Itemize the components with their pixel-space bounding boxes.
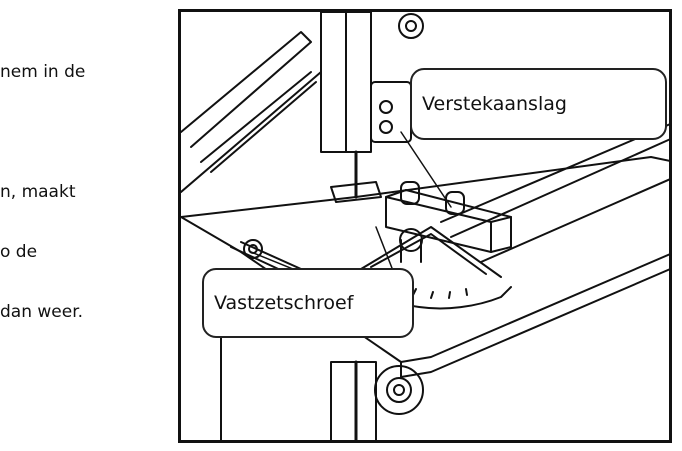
miter-gauge-label: Verstekaanslag: [422, 93, 567, 115]
instruction-text: nem in de n, maakt o de dan weer.: [0, 22, 175, 342]
tilt-knob-icon: [374, 365, 424, 415]
tension-knob-icon: [398, 13, 424, 39]
instruction-line-4: o de: [0, 242, 38, 262]
instruction-line-2: [0, 122, 175, 142]
instruction-line-5: dan weer.: [0, 302, 84, 322]
instruction-line-1: nem in de: [0, 62, 86, 82]
lock-screw-callout: Vastzetschroef: [202, 268, 414, 338]
lock-screw-label: Vastzetschroef: [214, 292, 354, 314]
miter-gauge-callout: Verstekaanslag: [410, 68, 667, 140]
instruction-line-3: n, maakt: [0, 182, 76, 202]
